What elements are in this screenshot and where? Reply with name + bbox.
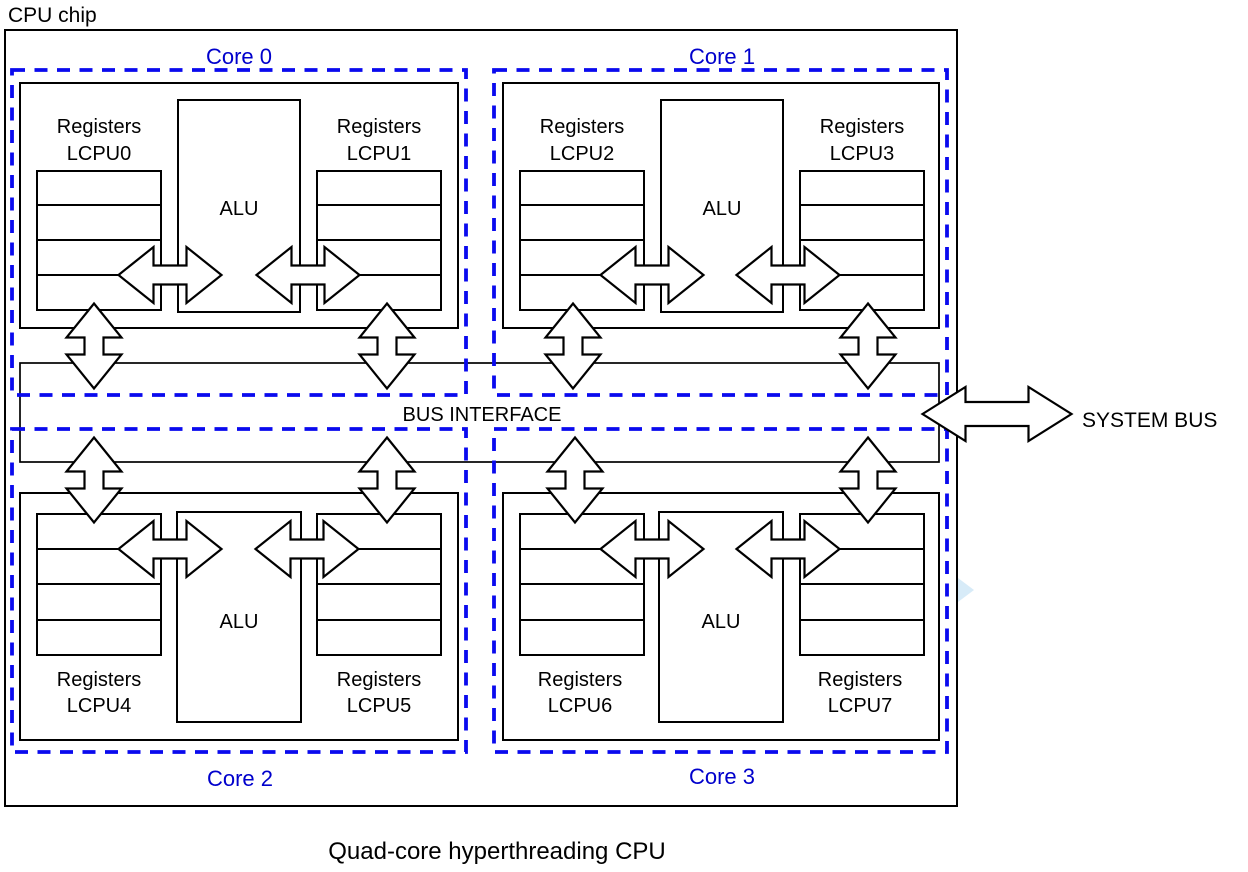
lcpu6-alu-arrow bbox=[598, 518, 706, 580]
alu-lcpu3-arrow bbox=[734, 244, 842, 306]
alu-lcpu1-arrow bbox=[254, 244, 362, 306]
svg-text:Registers: Registers bbox=[57, 116, 141, 138]
core2-alu-label: ALU bbox=[220, 611, 259, 633]
core0-label: Core 0 bbox=[206, 44, 272, 69]
svg-text:LCPU4: LCPU4 bbox=[67, 695, 131, 717]
diagram-caption: Quad-core hyperthreading CPU bbox=[328, 838, 666, 865]
svg-text:Registers: Registers bbox=[337, 669, 421, 691]
core2-dashed-boundary bbox=[10, 427, 468, 754]
lcpu7-register-label: Registers LCPU7 bbox=[818, 669, 902, 717]
core1-dashed-boundary bbox=[492, 68, 949, 397]
lcpu0-register-label: Registers LCPU0 bbox=[57, 116, 141, 165]
lcpu4-alu-arrow bbox=[116, 518, 224, 580]
lcpu3-register-label: Registers LCPU3 bbox=[820, 116, 904, 165]
lcpu0-alu-arrow bbox=[116, 244, 224, 306]
core0-alu-box bbox=[177, 99, 301, 313]
core1-alu-box bbox=[660, 99, 784, 313]
scroll-hint-icon bbox=[958, 578, 974, 602]
svg-text:LCPU3: LCPU3 bbox=[830, 143, 894, 165]
lcpu7-bus-arrow bbox=[838, 435, 898, 525]
svg-text:LCPU7: LCPU7 bbox=[828, 695, 892, 717]
svg-text:LCPU2: LCPU2 bbox=[550, 143, 614, 165]
core2-label: Core 2 bbox=[207, 766, 273, 791]
core2-alu-box bbox=[176, 511, 302, 723]
bus-interface-label: BUS INTERFACE bbox=[403, 404, 562, 426]
lcpu1-register-label: Registers LCPU1 bbox=[337, 116, 421, 165]
lcpu1-bus-arrow bbox=[357, 301, 417, 391]
core3-alu-box bbox=[658, 511, 784, 723]
core0-inner-box bbox=[19, 82, 459, 329]
core3-label: Core 3 bbox=[689, 764, 755, 789]
svg-text:Registers: Registers bbox=[538, 669, 622, 691]
core1-inner-box bbox=[502, 82, 940, 329]
svg-text:LCPU1: LCPU1 bbox=[347, 143, 411, 165]
lcpu2-bus-arrow bbox=[543, 301, 603, 391]
chip-title: CPU chip bbox=[8, 4, 97, 27]
core3-alu-label: ALU bbox=[702, 611, 741, 633]
svg-text:LCPU0: LCPU0 bbox=[67, 143, 131, 165]
svg-text:Registers: Registers bbox=[57, 669, 141, 691]
lcpu2-alu-arrow bbox=[598, 244, 706, 306]
svg-text:Registers: Registers bbox=[818, 669, 902, 691]
lcpu3-bus-arrow bbox=[838, 301, 898, 391]
core1-alu-label: ALU bbox=[703, 198, 742, 220]
system-bus-label: SYSTEM BUS bbox=[1082, 409, 1217, 432]
core0-alu-label: ALU bbox=[220, 198, 259, 220]
lcpu4-register-label: Registers LCPU4 bbox=[57, 669, 141, 717]
svg-text:Registers: Registers bbox=[820, 116, 904, 138]
core0-dashed-boundary bbox=[10, 68, 468, 397]
svg-text:Registers: Registers bbox=[540, 116, 624, 138]
core3-inner-box bbox=[502, 492, 940, 741]
core3-dashed-boundary bbox=[492, 427, 949, 754]
core2-inner-box bbox=[19, 492, 459, 741]
alu-lcpu7-arrow bbox=[734, 518, 842, 580]
lcpu4-bus-arrow bbox=[64, 435, 124, 525]
lcpu6-register-label: Registers LCPU6 bbox=[538, 669, 622, 717]
alu-lcpu5-arrow bbox=[253, 518, 361, 580]
lcpu5-register-label: Registers LCPU5 bbox=[337, 669, 421, 717]
svg-text:LCPU6: LCPU6 bbox=[548, 695, 612, 717]
core1-label: Core 1 bbox=[689, 44, 755, 69]
svg-text:Registers: Registers bbox=[337, 116, 421, 138]
svg-text:LCPU5: LCPU5 bbox=[347, 695, 411, 717]
system-bus-arrow bbox=[920, 385, 1074, 443]
lcpu5-bus-arrow bbox=[357, 435, 417, 525]
lcpu0-bus-arrow bbox=[64, 301, 124, 391]
lcpu2-register-label: Registers LCPU2 bbox=[540, 116, 624, 165]
lcpu6-bus-arrow bbox=[545, 435, 605, 525]
